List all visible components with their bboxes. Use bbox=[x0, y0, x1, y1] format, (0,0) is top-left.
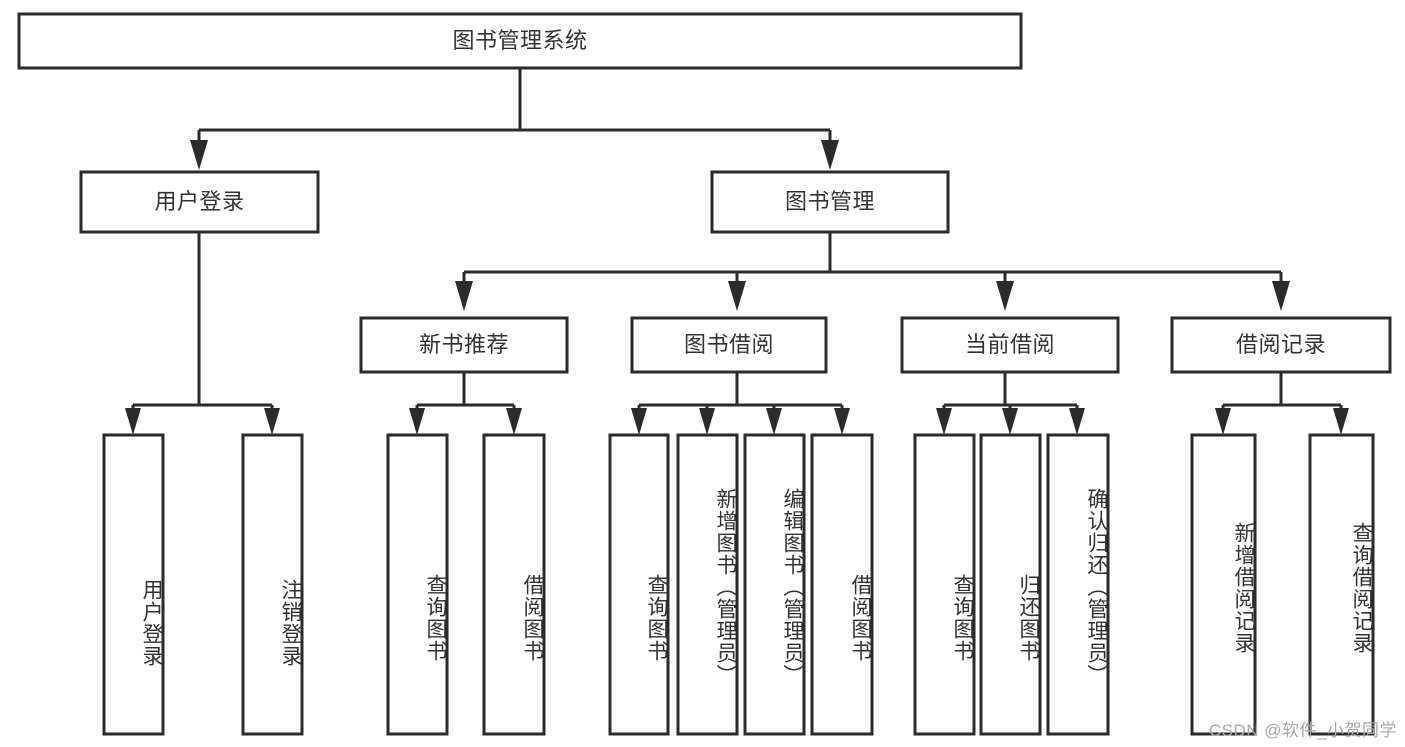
node-root-box[interactable] bbox=[17, 12, 1023, 70]
node-leaf-edit-book-box[interactable] bbox=[743, 433, 806, 736]
node-leaf-add-record-box[interactable] bbox=[1190, 433, 1257, 736]
arrowhead-br-leaf-1 bbox=[1215, 408, 1231, 435]
node-leaf-query-book-2-box[interactable] bbox=[608, 433, 670, 736]
node-borrow-record-box[interactable] bbox=[1170, 316, 1392, 374]
arrowhead-root-to-user-login bbox=[190, 140, 208, 170]
node-leaf-logout-login-box[interactable] bbox=[241, 433, 304, 736]
node-book-borrow-box[interactable] bbox=[630, 316, 828, 374]
arrowhead-user-login-leaf-2 bbox=[264, 408, 280, 435]
arrowhead-user-login-leaf-1 bbox=[125, 408, 141, 435]
node-leaf-confirm-return-box[interactable] bbox=[1046, 433, 1110, 736]
node-leaf-add-book-box[interactable] bbox=[676, 433, 739, 736]
node-user-login-box[interactable] bbox=[79, 170, 320, 234]
arrowhead-cb-leaf-2 bbox=[1002, 408, 1018, 435]
arrowhead-cb-leaf-1 bbox=[936, 408, 952, 435]
node-leaf-query-book-3-box[interactable] bbox=[913, 433, 976, 736]
arrowhead-bm-to-new-book-recommend bbox=[455, 281, 473, 311]
arrowhead-nbr-leaf-2 bbox=[506, 408, 522, 435]
node-leaf-user-login-box[interactable] bbox=[102, 433, 165, 736]
arrowhead-bb-leaf-1 bbox=[631, 408, 647, 435]
node-leaf-query-book-1-box[interactable] bbox=[386, 433, 449, 736]
arrowhead-root-to-book-management bbox=[821, 140, 839, 170]
arrowhead-bb-leaf-3 bbox=[766, 408, 782, 435]
node-new-book-recommend-box[interactable] bbox=[359, 316, 569, 374]
arrowhead-bm-to-borrow-record bbox=[1272, 281, 1290, 311]
node-current-borrow-box[interactable] bbox=[900, 316, 1120, 374]
arrowhead-bm-to-current-borrow bbox=[996, 281, 1014, 311]
arrowhead-nbr-leaf-1 bbox=[409, 408, 425, 435]
arrowhead-cb-leaf-3 bbox=[1069, 408, 1085, 435]
node-leaf-borrow-book-1-box[interactable] bbox=[482, 433, 546, 736]
arrowhead-bb-leaf-4 bbox=[834, 408, 850, 435]
node-leaf-return-book-box[interactable] bbox=[979, 433, 1042, 736]
arrowhead-bm-to-book-borrow bbox=[728, 281, 746, 311]
node-leaf-borrow-book-2-box[interactable] bbox=[810, 433, 874, 736]
arrowhead-bb-leaf-2 bbox=[699, 408, 715, 435]
node-leaf-query-record-box[interactable] bbox=[1308, 433, 1375, 736]
arrowhead-br-leaf-2 bbox=[1333, 408, 1349, 435]
node-book-management-box[interactable] bbox=[710, 170, 950, 234]
